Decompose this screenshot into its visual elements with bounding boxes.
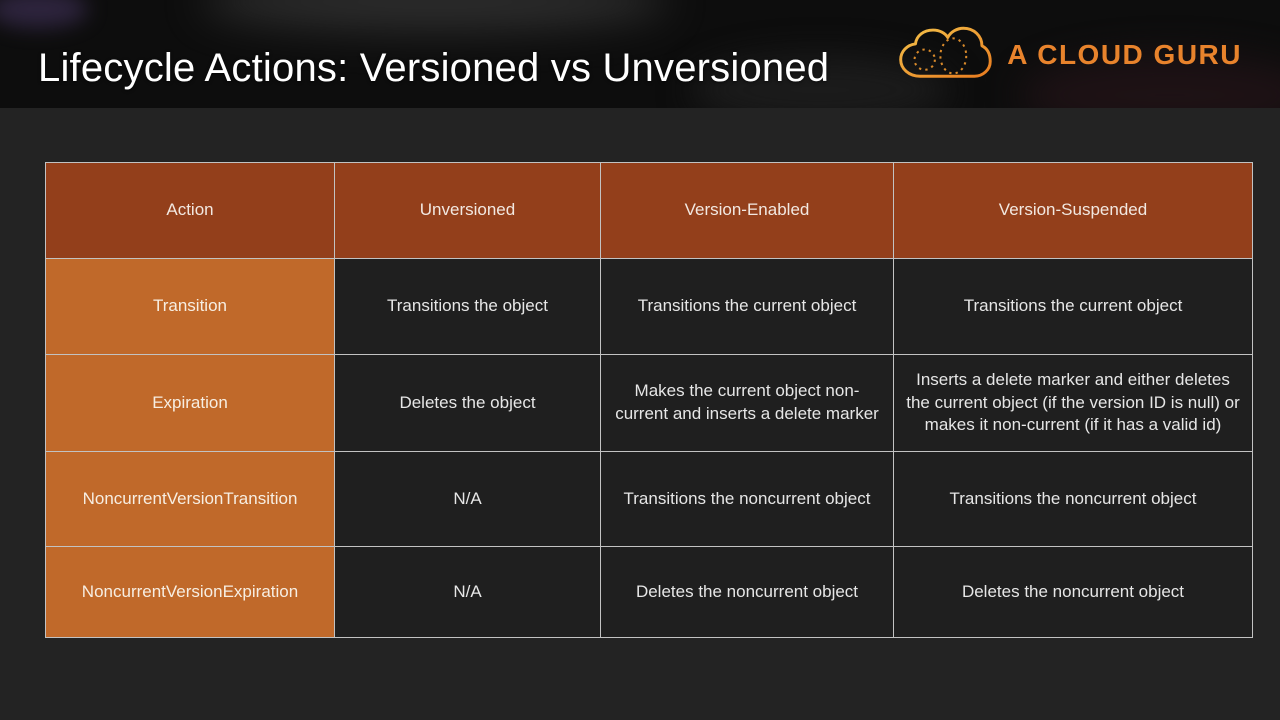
row-header-cell: NoncurrentVersionTransition — [45, 451, 335, 547]
row-header-cell: Expiration — [45, 354, 335, 452]
table-cell: Transitions the noncurrent object — [893, 451, 1253, 547]
lifecycle-actions-table: Action Unversioned Version-Enabled Versi… — [45, 162, 1253, 638]
table-row-noncurrentversiontransition: NoncurrentVersionTransition N/A Transiti… — [45, 451, 1253, 547]
table-cell: Transitions the current object — [893, 258, 1253, 355]
table-cell: Deletes the noncurrent object — [600, 546, 894, 638]
table-cell: Transitions the current object — [600, 258, 894, 355]
table-cell: Inserts a delete marker and either delet… — [893, 354, 1253, 452]
header-band: Lifecycle Actions: Versioned vs Unversio… — [0, 0, 1280, 108]
table-cell: N/A — [334, 546, 601, 638]
video-artifact-purple — [0, 0, 88, 28]
table-row-transition: Transition Transitions the object Transi… — [45, 258, 1253, 355]
table-row-noncurrentversionexpiration: NoncurrentVersionExpiration N/A Deletes … — [45, 546, 1253, 638]
table-cell: Deletes the object — [334, 354, 601, 452]
table-cell: Deletes the noncurrent object — [893, 546, 1253, 638]
video-artifact-silhouette — [200, 0, 670, 32]
table-cell: Makes the current object non-current and… — [600, 354, 894, 452]
column-header-version-enabled: Version-Enabled — [600, 162, 894, 259]
table-row-expiration: Expiration Deletes the object Makes the … — [45, 354, 1253, 452]
cloud-icon — [899, 26, 992, 78]
acg-logo: A CLOUD GURU — [897, 22, 1242, 88]
column-header-unversioned: Unversioned — [334, 162, 601, 259]
row-header-cell: NoncurrentVersionExpiration — [45, 546, 335, 638]
table-cell: Transitions the object — [334, 258, 601, 355]
slide-title: Lifecycle Actions: Versioned vs Unversio… — [38, 46, 830, 90]
column-header-version-suspended: Version-Suspended — [893, 162, 1253, 259]
table-header-row: Action Unversioned Version-Enabled Versi… — [45, 162, 1253, 259]
table-cell: N/A — [334, 451, 601, 547]
video-artifact-dark — [690, 55, 950, 108]
table-cell: Transitions the noncurrent object — [600, 451, 894, 547]
acg-logo-text: A CLOUD GURU — [1007, 39, 1242, 70]
row-header-cell: Transition — [45, 258, 335, 355]
column-header-action: Action — [45, 162, 335, 259]
